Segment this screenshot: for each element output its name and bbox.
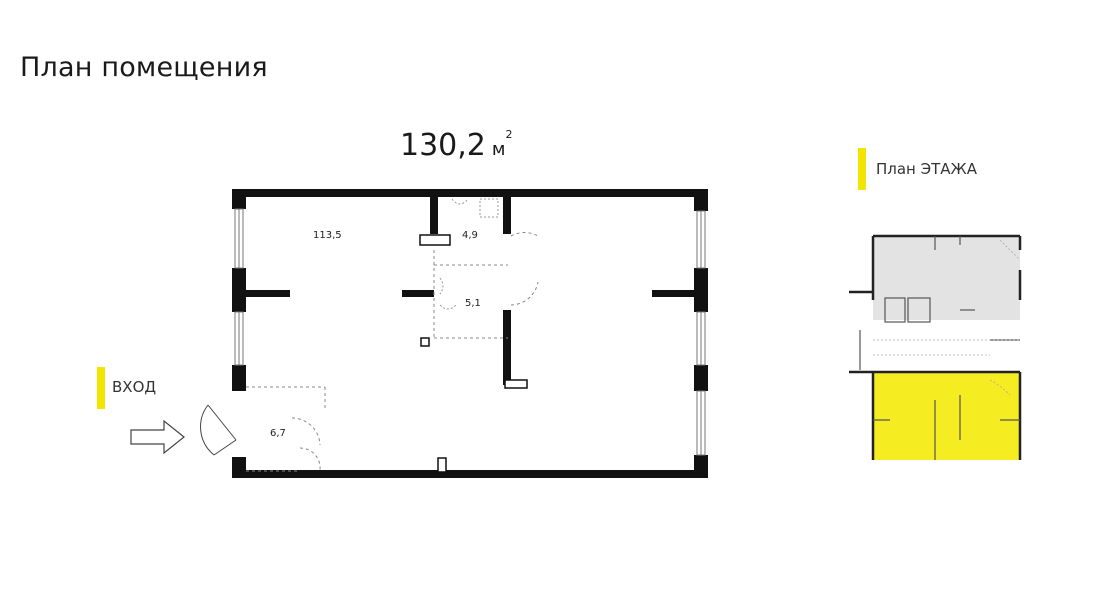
floor-plan-label: План ЭТАЖА (876, 160, 977, 178)
area-unit: м2 (491, 128, 513, 160)
room-label-vestibule: 6,7 (270, 428, 286, 439)
partitions (244, 196, 696, 385)
fixtures (419, 234, 528, 473)
entrance-label: ВХОД (112, 378, 157, 396)
other-unit-area (873, 236, 1020, 320)
room-label-main: 113,5 (313, 230, 342, 241)
entrance-marker (97, 367, 105, 409)
right-windows (696, 210, 706, 456)
floor-plan-marker (858, 148, 866, 190)
room-label-bathroom-1: 4,9 (462, 230, 478, 241)
page-title: План помещения (20, 52, 268, 83)
left-windows (234, 208, 244, 366)
sanitary-fixtures (439, 198, 499, 310)
outer-walls (232, 189, 707, 478)
entrance-arrow-icon (130, 419, 185, 455)
door-entrance (200, 404, 237, 456)
right-wall (694, 189, 708, 478)
dashed-lines (246, 232, 539, 472)
room-label-bathroom-2: 5,1 (465, 298, 481, 309)
left-wall (232, 189, 246, 478)
highlighted-unit (873, 372, 1020, 460)
area-value: 130,2 (400, 128, 486, 163)
